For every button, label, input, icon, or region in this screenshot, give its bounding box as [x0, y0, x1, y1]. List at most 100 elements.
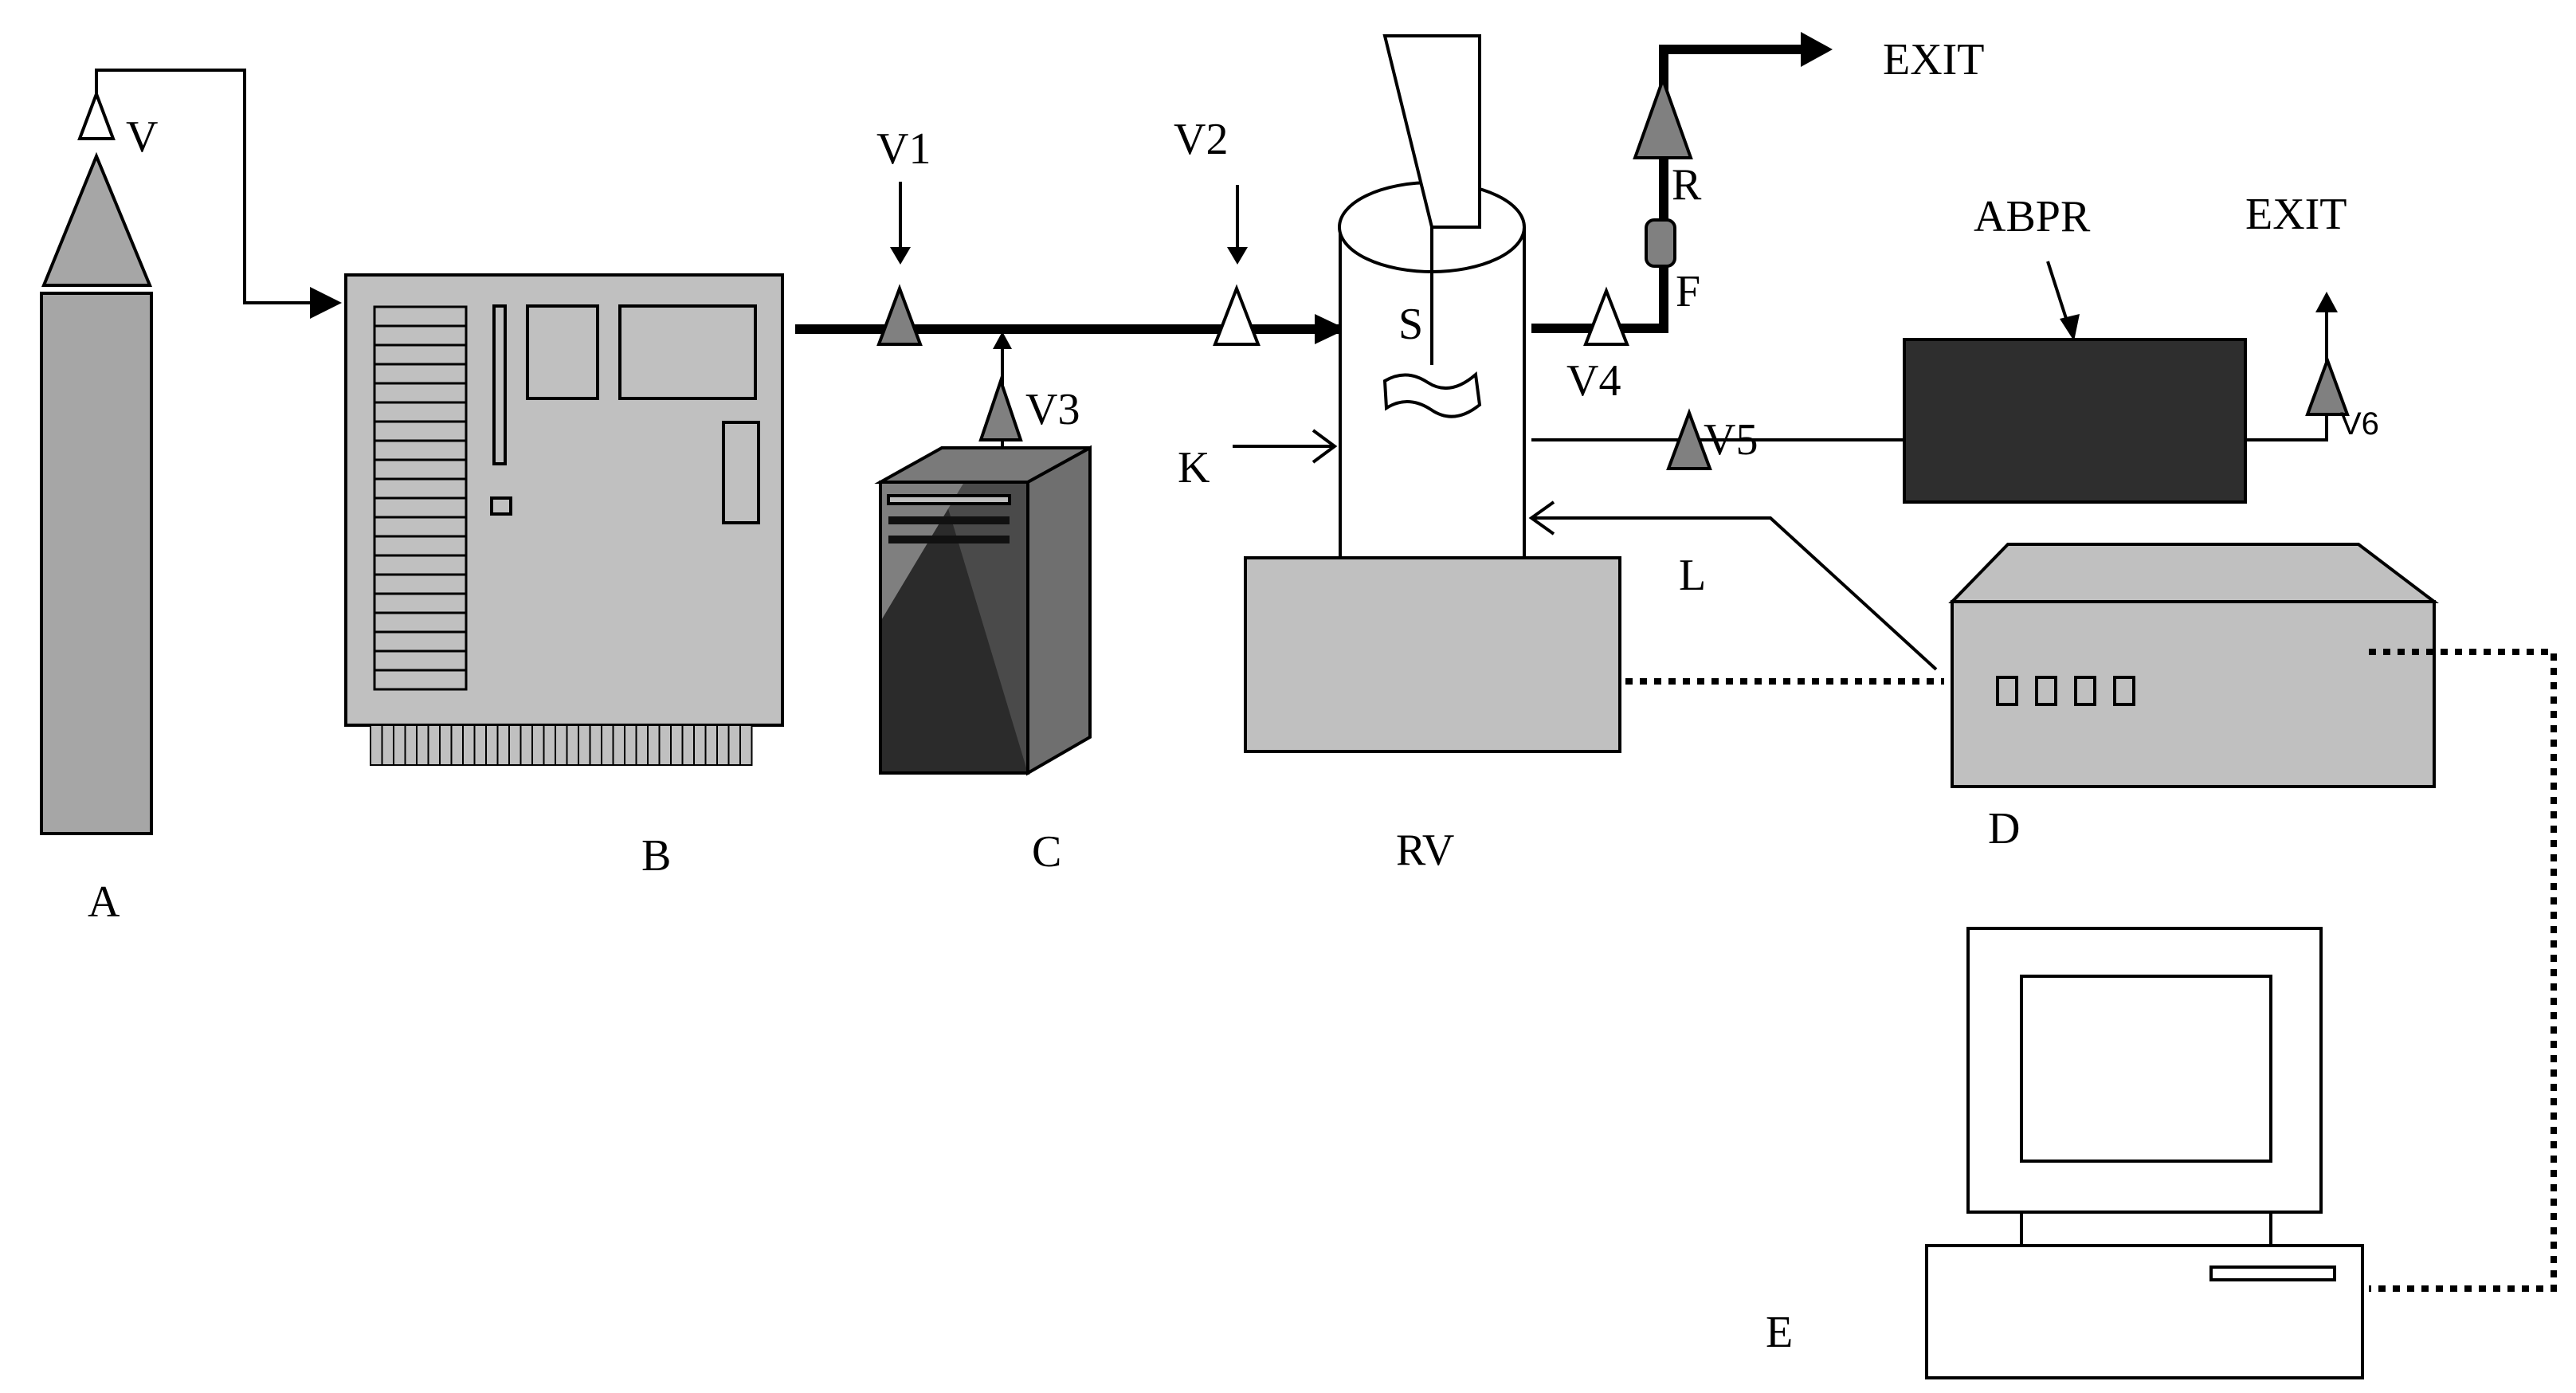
valve-v-icon[interactable]	[77, 89, 116, 140]
valve-v6-icon[interactable]	[2305, 355, 2350, 416]
connector-pin	[716, 724, 730, 766]
vent-slat	[373, 401, 468, 423]
signal-line-d-to-e	[2369, 649, 2557, 1292]
connector-pin	[370, 724, 383, 766]
label-exit-top: EXIT	[1883, 35, 1985, 84]
regulator-r-icon[interactable]	[1633, 75, 1693, 159]
label-rv: RV	[1396, 826, 1454, 875]
vent-slat	[373, 477, 468, 500]
vent-slat	[373, 611, 468, 634]
connector-pin	[578, 724, 591, 766]
unit-c-drive-3	[888, 536, 1010, 543]
pump-indicator	[490, 496, 512, 516]
pump-panel-2	[618, 304, 757, 400]
vent-slat	[373, 535, 468, 557]
pump-connector-pins	[370, 724, 753, 766]
connector-pin	[727, 724, 741, 766]
connector-pin	[473, 724, 487, 766]
unit-c-outline	[879, 481, 1029, 775]
label-v1: V1	[876, 124, 931, 174]
filter-f-icon	[1645, 218, 1676, 268]
pump-unit-b	[344, 273, 784, 766]
stirrer-motor	[1382, 34, 1481, 229]
connector-pin	[462, 724, 476, 766]
label-f: F	[1676, 267, 1700, 316]
vent-slat	[373, 573, 468, 595]
gas-cylinder-a	[40, 89, 153, 835]
connector-pin	[485, 724, 499, 766]
label-b: B	[641, 831, 671, 881]
label-v6: V6	[2340, 406, 2379, 441]
connector-pin	[589, 724, 602, 766]
label-v5: V5	[1704, 415, 1758, 465]
connector-pin	[393, 724, 406, 766]
abpr-pointer-head	[2060, 314, 2080, 341]
connector-pin	[681, 724, 695, 766]
connector-pin	[496, 724, 510, 766]
vent-slat	[373, 324, 468, 347]
feed-line-a-to-b	[95, 69, 342, 319]
label-a: A	[88, 877, 120, 927]
controller-button-1[interactable]	[1996, 676, 2018, 706]
vent-slat	[373, 496, 468, 519]
vent-slat	[373, 630, 468, 653]
controller-d	[1948, 543, 2439, 788]
unit-c-drive-2	[888, 516, 1010, 524]
connector-pin	[520, 724, 533, 766]
connector-pin	[427, 724, 441, 766]
connector-pin	[601, 724, 614, 766]
connector-pin	[624, 724, 637, 766]
vent-slat	[373, 649, 468, 672]
label-v4: V4	[1566, 356, 1621, 406]
thermocouple-line-head	[1528, 500, 1555, 536]
label-k: K	[1178, 443, 1210, 492]
valve-v5-icon[interactable]	[1666, 408, 1712, 470]
label-s: S	[1398, 300, 1423, 349]
unit-c-side	[1026, 445, 1092, 776]
computer-case	[1925, 1244, 2364, 1379]
connector-pin	[508, 724, 522, 766]
vent-slat	[373, 420, 468, 442]
label-v: V	[126, 112, 158, 162]
stirrer-paddle	[1382, 371, 1482, 418]
vent-slat	[373, 669, 468, 691]
connector-pin	[670, 724, 684, 766]
controller-button-3[interactable]	[2074, 676, 2096, 706]
disk-drive-slot[interactable]	[2209, 1265, 2336, 1281]
unit-c-drive-1	[887, 494, 1011, 505]
connector-pin	[704, 724, 718, 766]
pump-slot	[492, 304, 507, 465]
controller-front	[1951, 600, 2436, 788]
vent-slat	[373, 305, 468, 328]
vent-slat	[373, 363, 468, 385]
v2-pointer-head	[1227, 247, 1248, 265]
valve-v3-icon[interactable]	[978, 375, 1023, 441]
label-v3: V3	[1025, 385, 1080, 434]
valve-v1-icon[interactable]	[876, 284, 923, 346]
label-e: E	[1766, 1308, 1793, 1357]
valve-v2-icon[interactable]	[1213, 284, 1261, 346]
sample-line-rv-to-abpr	[1531, 303, 2328, 441]
vessel-heater-base	[1244, 556, 1621, 753]
valve-v4-icon[interactable]	[1583, 286, 1629, 346]
controller-top	[1948, 543, 2439, 603]
connector-pin	[450, 724, 464, 766]
connector-pin	[693, 724, 707, 766]
controller-button-2[interactable]	[2035, 676, 2057, 706]
connector-pin	[416, 724, 429, 766]
connector-pin	[739, 724, 753, 766]
label-v2: V2	[1174, 115, 1228, 164]
monitor-stand	[2020, 1211, 2272, 1247]
connector-pin	[543, 724, 556, 766]
connector-pin	[404, 724, 418, 766]
k-pointer-head	[1312, 429, 1338, 464]
v3-line-head	[993, 332, 1012, 349]
controller-button-4[interactable]	[2113, 676, 2135, 706]
connector-pin	[566, 724, 579, 766]
label-c: C	[1032, 827, 1061, 877]
vent-slat	[373, 516, 468, 538]
v1-pointer-head	[890, 247, 911, 265]
label-abpr: ABPR	[1974, 192, 2091, 241]
vent-slat	[373, 458, 468, 481]
